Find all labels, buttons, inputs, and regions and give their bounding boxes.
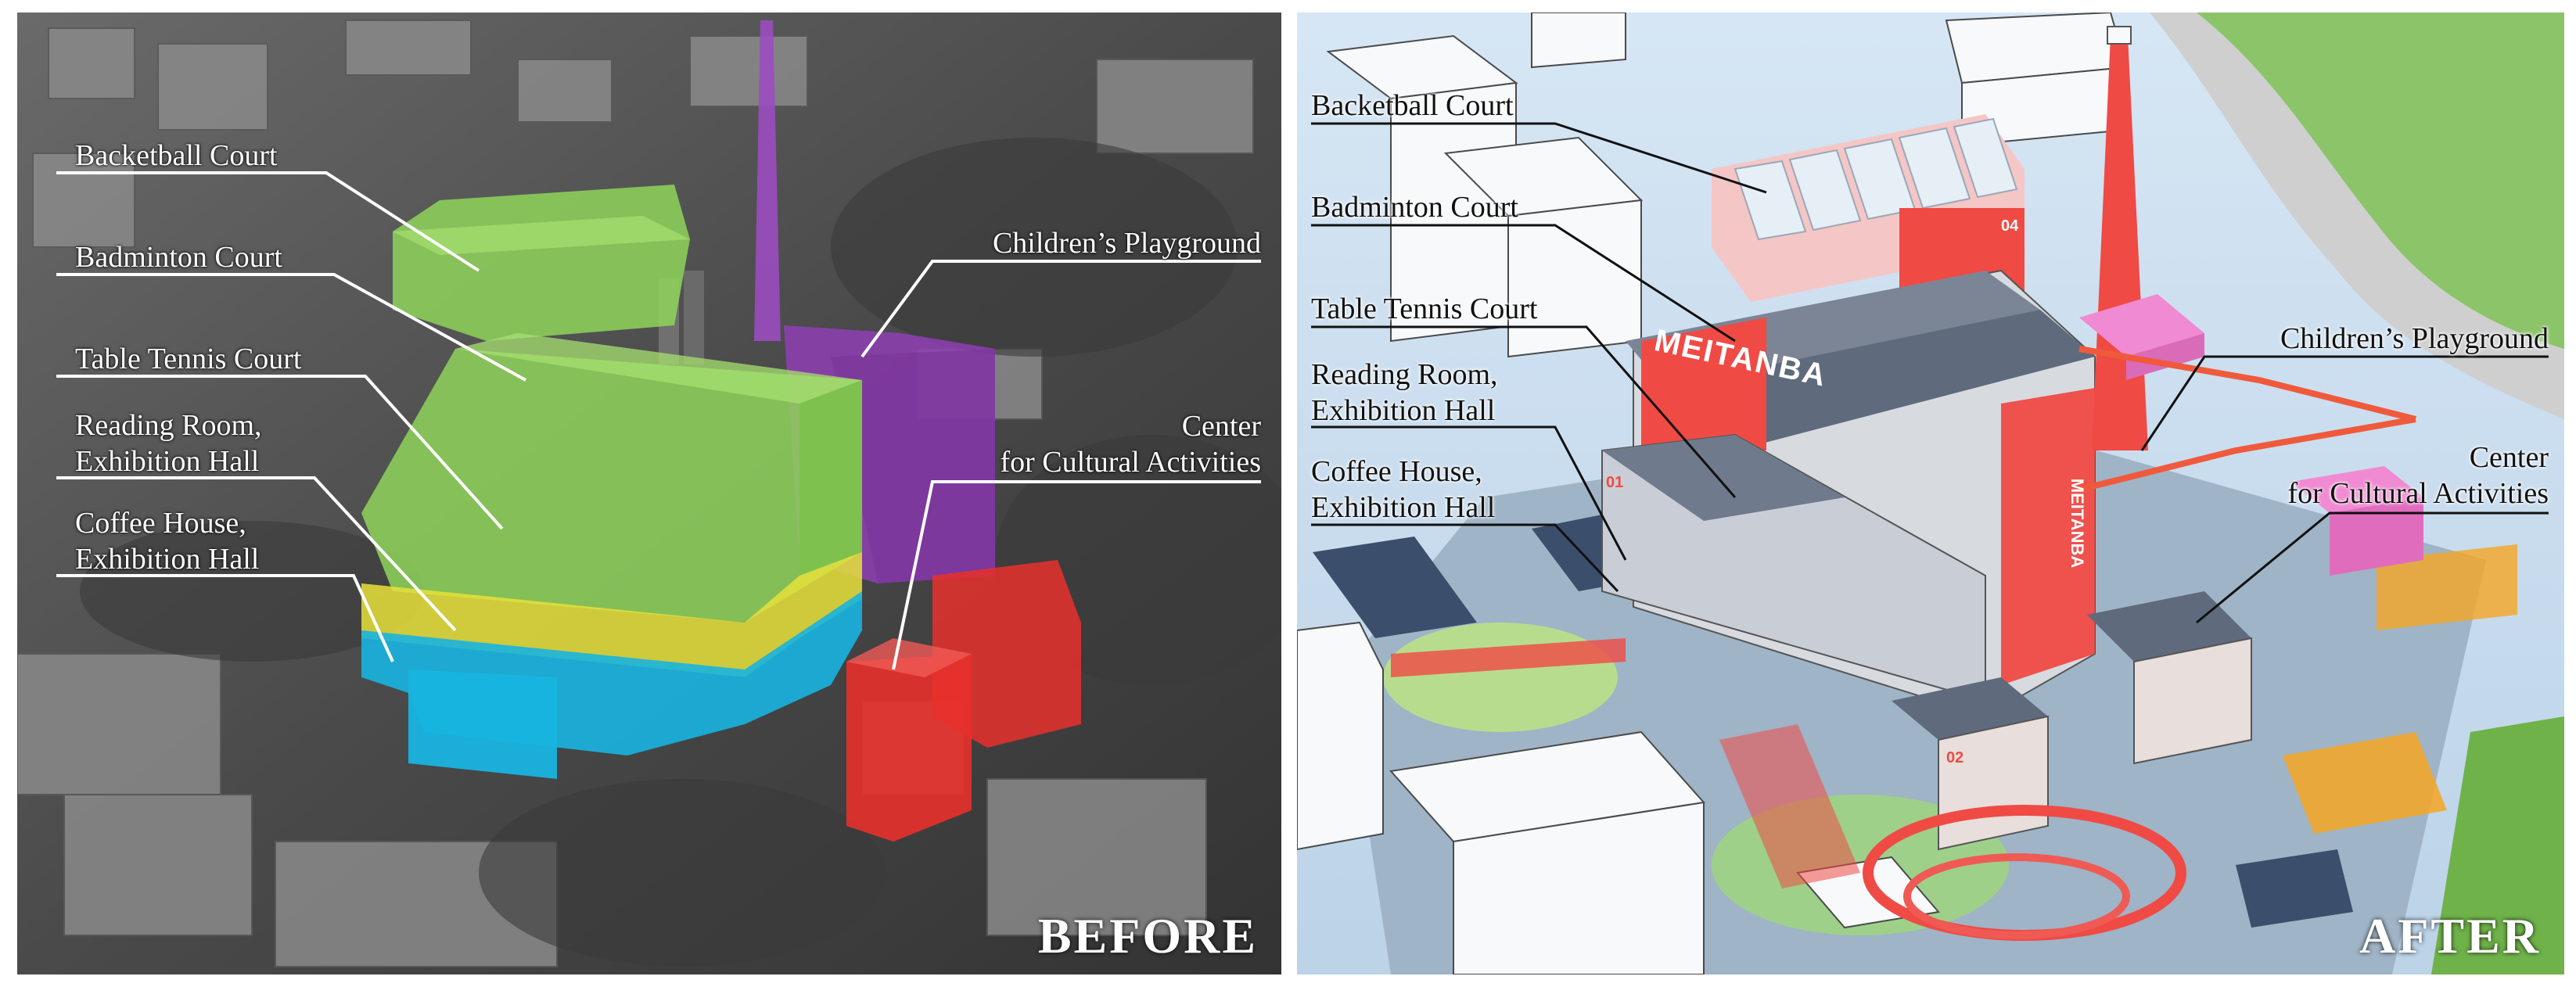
before-label-coffee-house: Coffee House, Exhibition Hall bbox=[75, 505, 259, 577]
before-label-basketball: Backetball Court bbox=[75, 139, 278, 172]
after-signage-brand-vertical: MEITANBA bbox=[2068, 478, 2088, 569]
before-label-reading-line1: Reading Room, bbox=[75, 409, 262, 442]
after-label-coffee-line2: Exhibition Hall bbox=[1311, 491, 1496, 524]
before-label-badminton: Badminton Court bbox=[75, 241, 282, 274]
before-label-center: Center for Cultural Activities bbox=[1000, 408, 1261, 480]
before-label-coffee-line1: Coffee House, bbox=[75, 507, 246, 540]
before-label-center-line2: for Cultural Activities bbox=[1000, 446, 1261, 479]
after-signage-01: 01 bbox=[1606, 474, 1624, 491]
after-label-center-line2: for Cultural Activities bbox=[2287, 477, 2549, 510]
after-label-basketball: Backetball Court bbox=[1311, 89, 1514, 122]
before-label-children: Children’s Playground bbox=[992, 227, 1261, 260]
after-label-coffee-house: Coffee House, Exhibition Hall bbox=[1311, 454, 1495, 526]
after-label-center: Center for Cultural Activities bbox=[2287, 440, 2549, 511]
before-tag: BEFORE bbox=[1037, 908, 1258, 964]
after-label-reading-line1: Reading Room, bbox=[1311, 358, 1498, 391]
after-axonometric-render bbox=[1297, 13, 2564, 974]
after-tag: AFTER bbox=[2359, 908, 2541, 964]
after-label-badminton: Badminton Court bbox=[1311, 191, 1518, 224]
after-label-coffee-line1: Coffee House, bbox=[1311, 455, 1482, 488]
after-label-reading-line2: Exhibition Hall bbox=[1311, 394, 1496, 427]
after-signage-02: 02 bbox=[1946, 749, 1964, 766]
after-signage-04: 04 bbox=[2001, 217, 2019, 235]
after-label-reading-room: Reading Room, Exhibition Hall bbox=[1311, 357, 1498, 429]
before-label-center-line1: Center bbox=[1181, 410, 1261, 443]
before-aerial-photo bbox=[17, 13, 1281, 974]
before-panel: Backetball Court Badminton Court Table T… bbox=[17, 13, 1281, 974]
before-label-reading-room: Reading Room, Exhibition Hall bbox=[75, 407, 262, 479]
after-label-table-tennis: Table Tennis Court bbox=[1311, 293, 1538, 325]
after-label-children: Children’s Playground bbox=[2280, 322, 2549, 355]
after-label-center-line1: Center bbox=[2469, 441, 2549, 474]
before-label-reading-line2: Exhibition Hall bbox=[75, 445, 260, 478]
after-panel: MEITANBA MEITANBA 01 02 04 Backetball Co… bbox=[1297, 13, 2564, 974]
before-label-table-tennis: Table Tennis Court bbox=[75, 343, 302, 375]
before-label-coffee-line2: Exhibition Hall bbox=[75, 543, 260, 576]
